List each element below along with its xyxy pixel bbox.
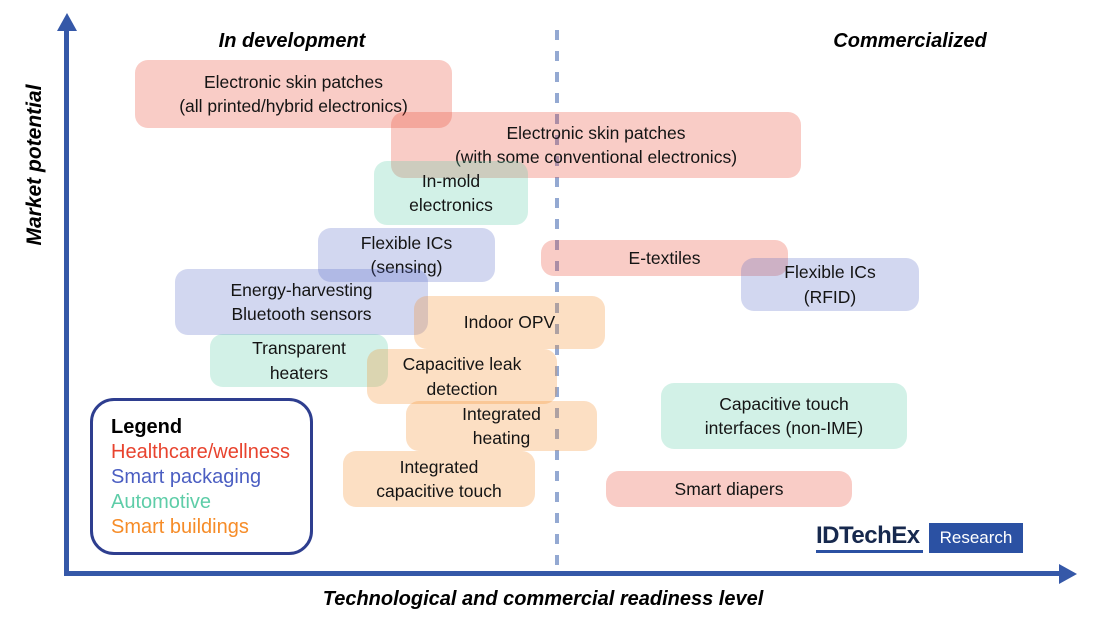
box-label-line: heaters — [269, 362, 329, 383]
tech-box-transparent-heaters: Transparent heaters — [210, 334, 388, 387]
x-axis-arrow-icon — [1059, 564, 1077, 584]
box-label-line: Energy-harvesting — [230, 279, 373, 300]
box-label-line: Indoor OPV — [463, 312, 556, 333]
tech-box-integrated-heating: Integrated heating — [406, 401, 597, 451]
box-label-line: In-mold — [421, 170, 481, 191]
box-label-line: Flexible ICs — [360, 232, 453, 253]
box-label-line: (RFID) — [803, 286, 857, 307]
box-label-line: Electronic skin patches — [204, 71, 383, 92]
box-label-line: E-textiles — [628, 247, 701, 268]
idtechex-logo-brand: IDTechEx — [816, 523, 923, 554]
legend-item-smart-buildings: Smart buildings — [111, 516, 249, 538]
box-label-line: Bluetooth sensors — [231, 304, 372, 324]
zone-label-in-development: In development — [218, 30, 366, 52]
legend-item-healthcare: Healthcare/wellness — [111, 441, 290, 463]
readiness-divider-line — [555, 30, 559, 571]
box-label-line: (sensing) — [370, 257, 443, 277]
y-axis-label: Market potential — [23, 84, 46, 246]
box-label-line: Capacitive touch — [719, 393, 849, 414]
box-label-line: Transparent — [252, 338, 346, 359]
box-label-line: electronics — [409, 195, 493, 215]
idtechex-logo: IDTechEx Research — [816, 523, 1024, 554]
box-label-line: Capacitive leak — [402, 354, 522, 375]
tech-box-integrated-capacitive-touch: Integrated capacitive touch — [343, 451, 535, 507]
x-axis-label: Technological and commercial readiness l… — [322, 588, 764, 610]
box-label-line: Integrated — [399, 456, 479, 477]
tech-box-electronic-skin-patches-printed: Electronic skin patches (all printed/hyb… — [135, 60, 452, 128]
tech-box-in-mold-electronics: In-mold electronics — [374, 161, 528, 225]
legend-item-automotive: Automotive — [111, 491, 212, 513]
box-label-line: (with some conventional electronics) — [454, 147, 738, 167]
y-axis-arrow-icon — [57, 13, 77, 31]
y-axis-line — [64, 28, 69, 571]
legend-box: Legend Healthcare/wellness Smart packagi… — [90, 398, 313, 555]
legend-item-smart-packaging: Smart packaging — [111, 466, 262, 488]
box-label-line: detection — [426, 378, 498, 399]
box-label-line: Flexible ICs — [784, 262, 876, 283]
tech-box-capacitive-touch-interfaces: Capacitive touch interfaces (non-IME) — [661, 383, 907, 449]
tech-box-capacitive-leak-detection: Capacitive leak detection — [367, 349, 557, 404]
idtechex-logo-research-badge: Research — [928, 523, 1024, 554]
zone-label-commercialized: Commercialized — [833, 30, 987, 52]
tech-box-electronic-skin-patches-conventional: Electronic skin patches (with some conve… — [391, 112, 801, 178]
box-label-line: (all printed/hybrid electronics) — [179, 96, 408, 116]
box-label-line: capacitive touch — [376, 481, 502, 501]
tech-box-smart-diapers: Smart diapers — [606, 471, 852, 507]
box-label-line: Electronic skin patches — [506, 122, 686, 143]
tech-box-flexible-ics-sensing: Flexible ICs (sensing) — [318, 228, 495, 282]
tech-box-energy-harvesting-bluetooth-sensors: Energy-harvesting Bluetooth sensors — [175, 269, 428, 335]
tech-box-flexible-ics-rfid: Flexible ICs (RFID) — [741, 258, 919, 311]
legend-title: Legend — [111, 416, 183, 438]
box-label-line: Integrated — [462, 403, 541, 424]
tech-box-e-textiles: E-textiles — [541, 240, 788, 276]
box-label-line: heating — [472, 428, 531, 448]
box-label-line: Smart diapers — [674, 478, 784, 499]
tech-box-indoor-opv: Indoor OPV — [414, 296, 605, 349]
x-axis-line — [64, 571, 1061, 576]
box-label-line: interfaces (non-IME) — [704, 418, 864, 438]
